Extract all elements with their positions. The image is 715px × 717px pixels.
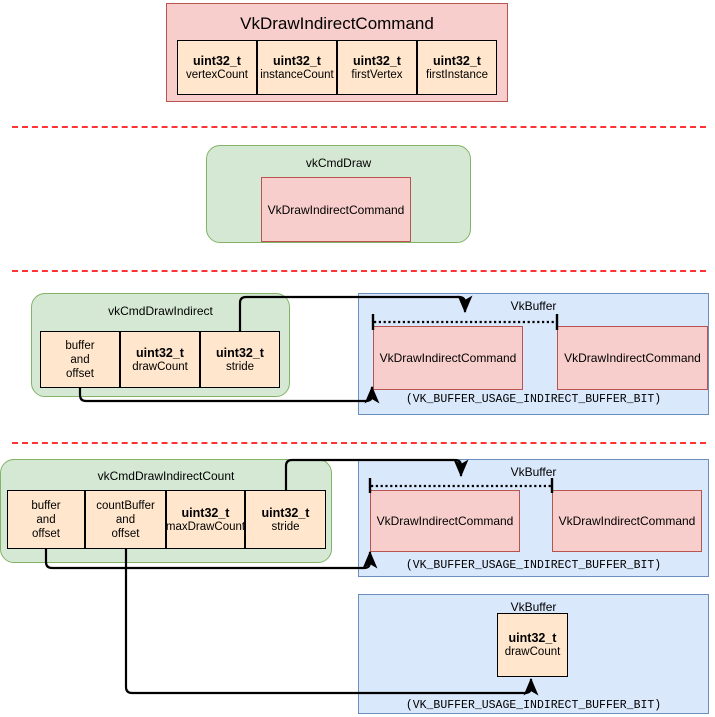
field-type: uint32_t [273, 53, 321, 68]
inline-struct-label: VkDrawIndirectCommand [267, 202, 405, 217]
field-name: vertexCount [185, 68, 248, 81]
field-type: uint32_t [508, 631, 557, 645]
field-type: uint32_t [193, 53, 241, 68]
param-name: stride [271, 520, 300, 533]
param-line-1: buffer [31, 499, 61, 512]
command-title: vkCmdDrawIndirectCount [97, 469, 235, 483]
field-name: drawCount [504, 646, 561, 658]
separator-1 [12, 126, 706, 128]
struct-field-instancecount: uint32_t instanceCount [257, 40, 337, 95]
param-type: uint32_t [216, 345, 264, 360]
field-name: instanceCount [260, 68, 334, 81]
command-title: vkCmdDraw [305, 156, 372, 170]
param-name: maxDrawCount [165, 520, 246, 533]
vkbuffer-count-title: VkBuffer [510, 600, 557, 614]
vkbuffer-entry-1-s4: VkDrawIndirectCommand [552, 490, 702, 552]
param4-buffer-and-offset: buffer and offset [7, 490, 85, 549]
param-line-1: countBuffer [96, 499, 155, 512]
vkbuffer-usage-s3: (VK_BUFFER_USAGE_INDIRECT_BUFFER_BIT) [405, 393, 662, 406]
param-line-3: offset [111, 527, 140, 540]
command-title: vkCmdDrawIndirect [108, 304, 213, 318]
field-type: uint32_t [433, 53, 481, 68]
field-type: uint32_t [353, 53, 401, 68]
struct-field-vertexcount: uint32_t vertexCount [177, 40, 257, 95]
vkbuffer-count-usage: (VK_BUFFER_USAGE_INDIRECT_BUFFER_BIT) [405, 699, 662, 712]
param-type: uint32_t [261, 505, 310, 520]
entry-label: VkDrawIndirectCommand [558, 514, 696, 528]
param-drawcount: uint32_t drawCount [120, 331, 200, 388]
vkcmddraw-inline-struct: VkDrawIndirectCommand [261, 177, 411, 242]
param-buffer-and-offset: buffer and offset [40, 331, 120, 388]
vkbuffer-entry-1-s3: VkDrawIndirectCommand [557, 326, 708, 390]
param4-countbuffer-and-offset: countBuffer and offset [85, 490, 166, 549]
param-type: uint32_t [181, 505, 230, 520]
field-name: firstInstance [426, 68, 488, 81]
count-buffer-field-drawcount: uint32_t drawCount [497, 613, 568, 677]
vkbuffer-entry-0-s4: VkDrawIndirectCommand [370, 490, 520, 552]
param-type: uint32_t [136, 345, 184, 360]
entry-label: VkDrawIndirectCommand [376, 514, 514, 528]
param-name: drawCount [132, 360, 188, 373]
struct-field-firstinstance: uint32_t firstInstance [417, 40, 497, 95]
param-line-3: offset [66, 367, 94, 380]
vkbuffer-title: VkBuffer [510, 465, 557, 479]
param-stride: uint32_t stride [200, 331, 280, 388]
vkbuffer-title: VkBuffer [510, 299, 557, 313]
entry-label: VkDrawIndirectCommand [564, 351, 701, 365]
struct-field-firstvertex: uint32_t firstVertex [337, 40, 417, 95]
param-line-2: and [70, 353, 90, 366]
param-name: stride [225, 360, 255, 373]
field-name: firstVertex [351, 68, 403, 81]
param-line-2: and [36, 513, 56, 526]
separator-3 [12, 442, 706, 444]
param4-maxdrawcount: uint32_t maxDrawCount [166, 490, 245, 549]
param-line-3: offset [32, 527, 60, 540]
param4-stride: uint32_t stride [245, 490, 326, 549]
struct-title: VkDrawIndirectCommand [240, 14, 434, 33]
entry-label: VkDrawIndirectCommand [379, 351, 517, 365]
param-line-2: and [115, 513, 136, 526]
vkbuffer-entry-0-s3: VkDrawIndirectCommand [373, 326, 523, 390]
separator-2 [12, 270, 706, 272]
param-line-1: buffer [65, 339, 95, 352]
vkbuffer-usage-s4: (VK_BUFFER_USAGE_INDIRECT_BUFFER_BIT) [405, 559, 662, 572]
